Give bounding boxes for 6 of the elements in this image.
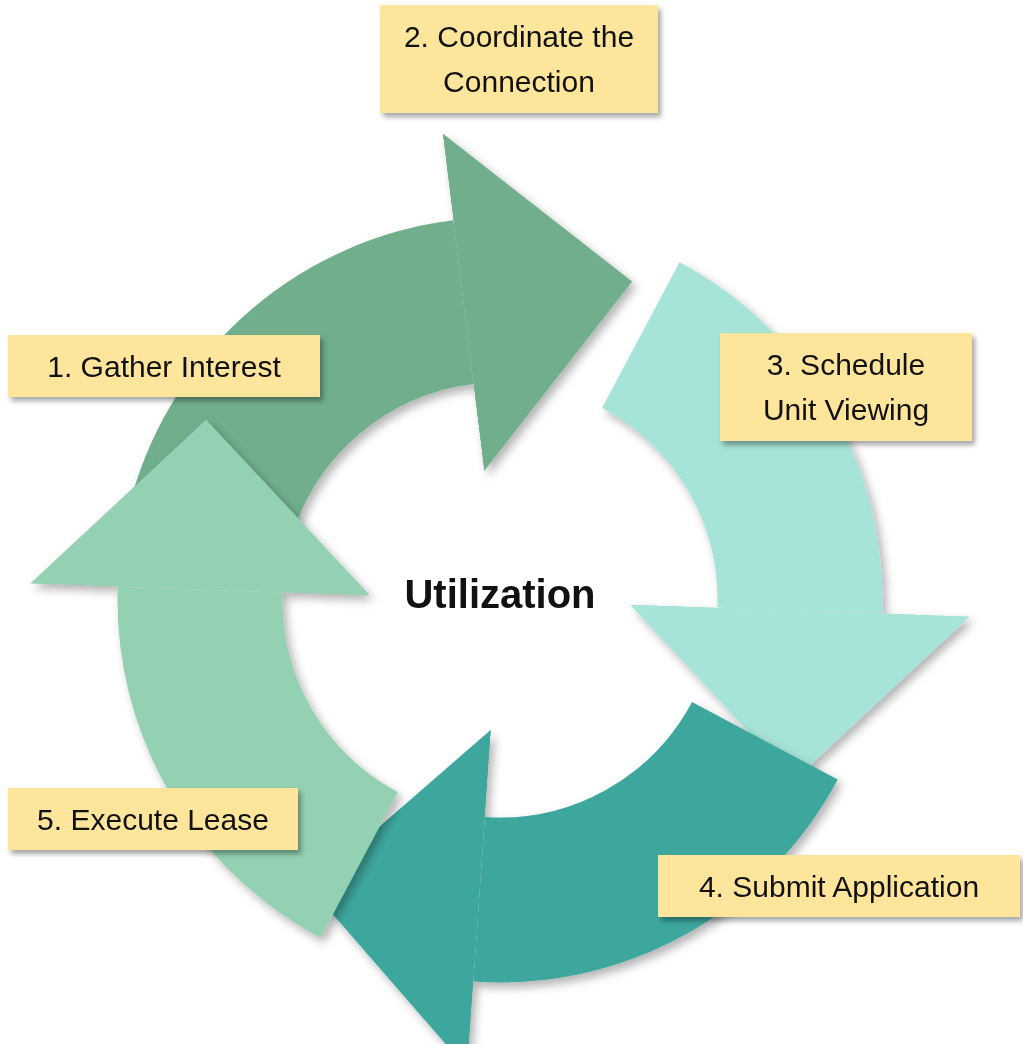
step-label: 1. Gather Interest [8,335,320,397]
center-title: Utilization [330,572,670,617]
step-label: 4. Submit Application [658,855,1020,917]
step-label: 3. Schedule Unit Viewing [720,333,972,441]
step-label: 2. Coordinate the Connection [380,5,658,113]
step-label: 5. Execute Lease [8,788,298,850]
